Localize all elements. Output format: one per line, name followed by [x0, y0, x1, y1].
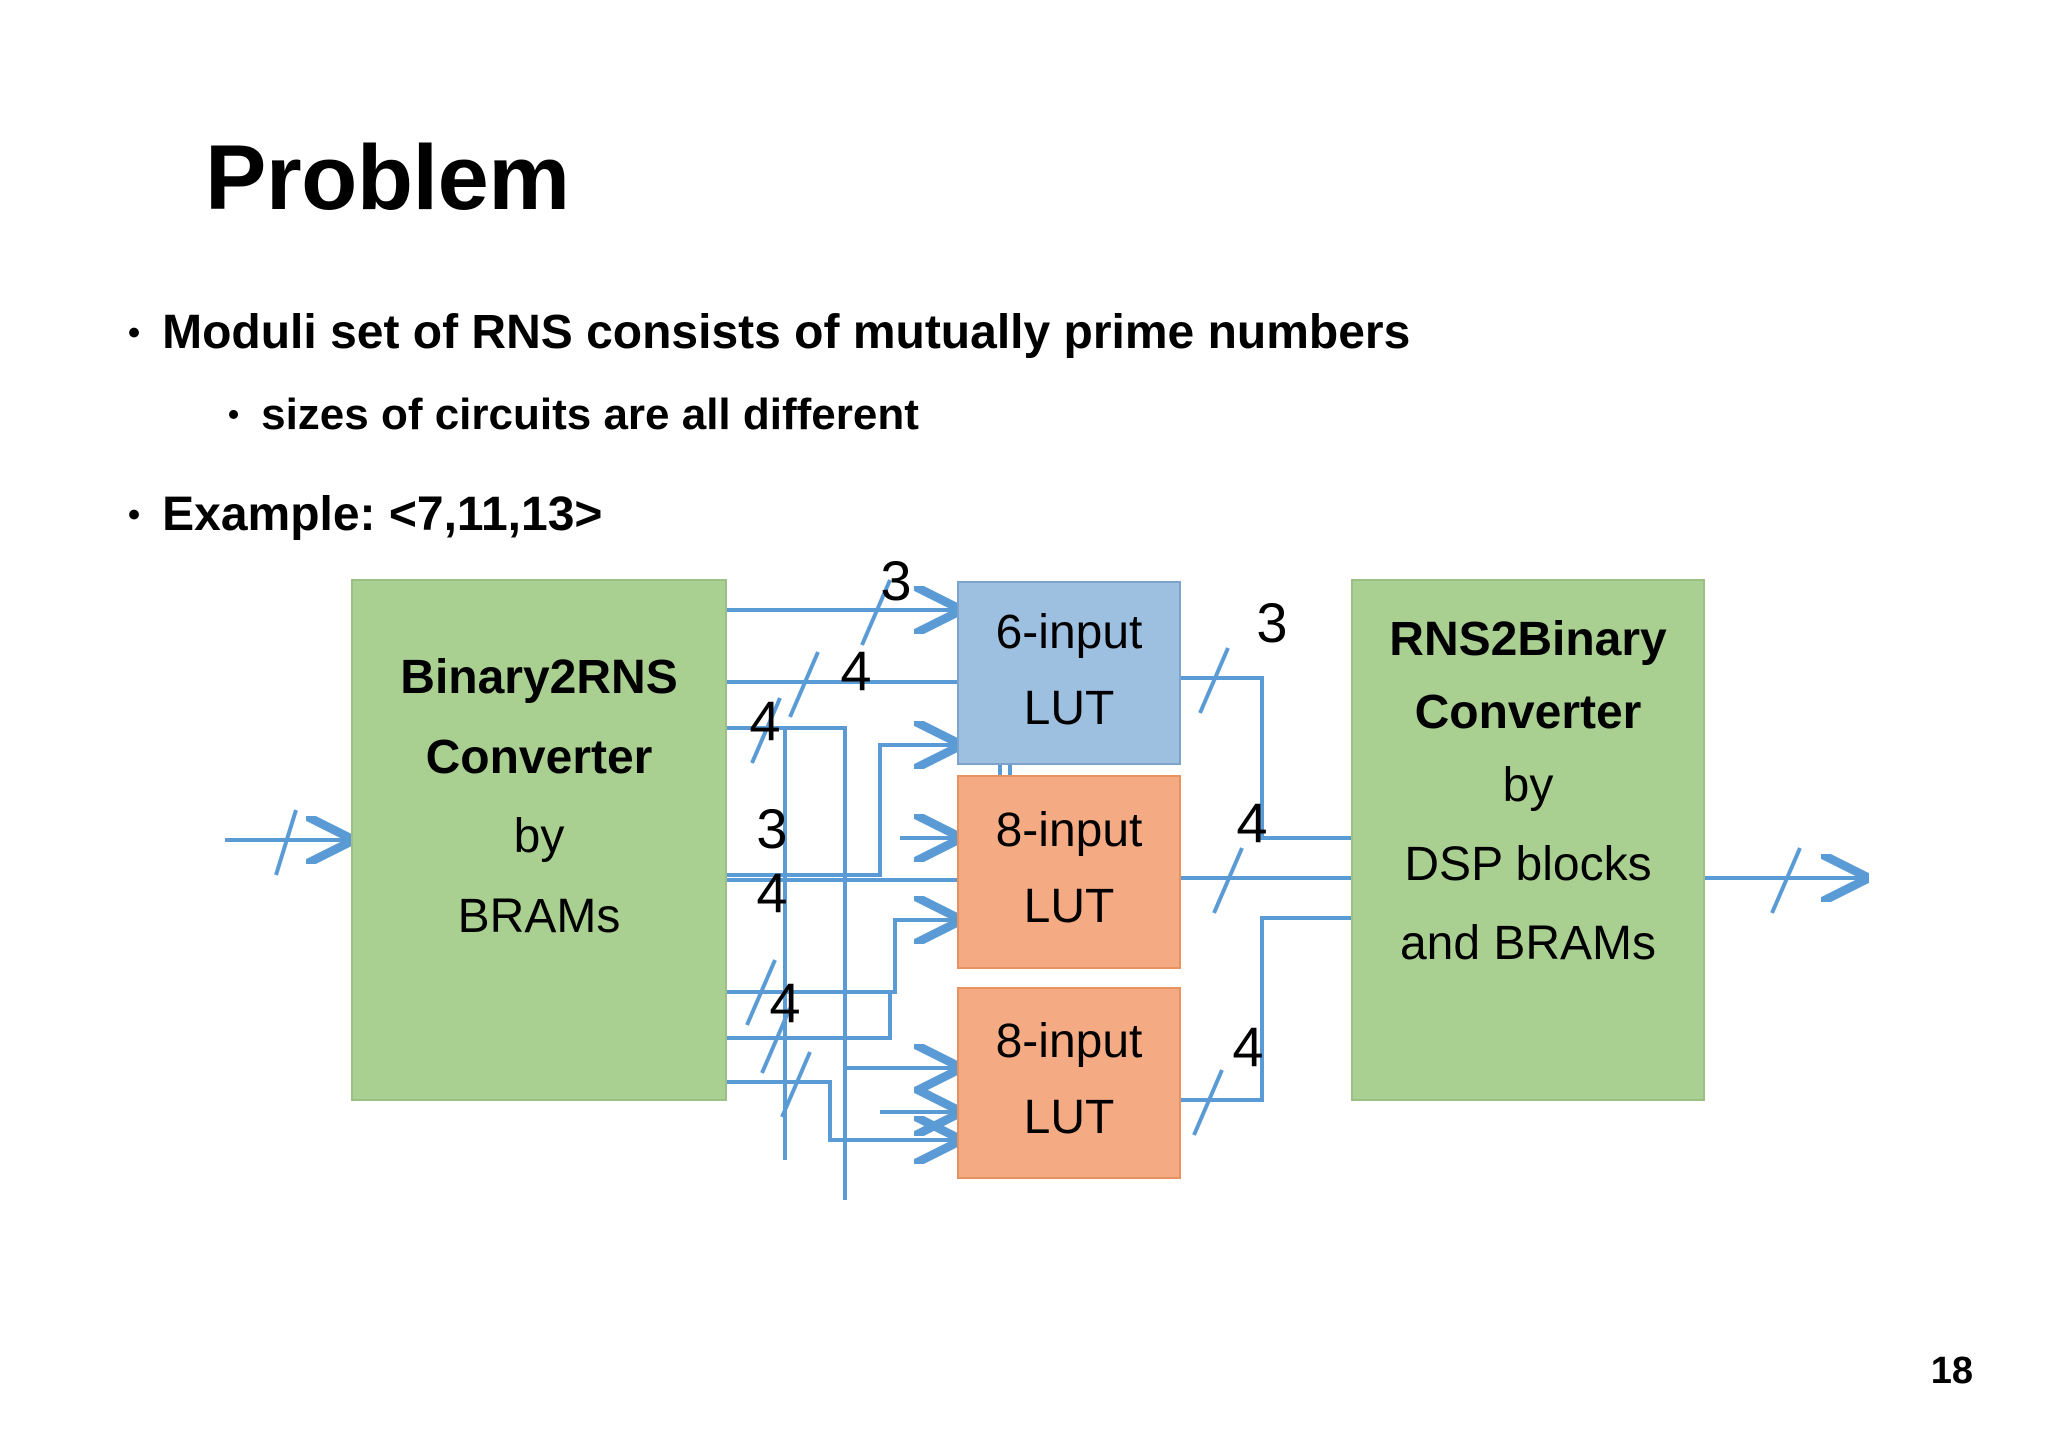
block-binary2rns[interactable]: Binary2RNS Converter by BRAMs: [351, 579, 727, 1101]
bus-label-left-4a: 4: [840, 639, 871, 702]
block-lut-8input-bottom[interactable]: 8-input LUT: [957, 987, 1181, 1179]
slash-a: [860, 579, 892, 646]
slash-e: [760, 1007, 792, 1074]
bus-label-left-4b: 4: [749, 689, 780, 752]
wire-f: [725, 920, 958, 994]
slash-out-2: [1212, 847, 1244, 914]
bus-label-left-4c: 4: [756, 861, 787, 924]
rns2binary-line-2: Converter: [1415, 686, 1642, 739]
bus-label-right-4a: 4: [1236, 791, 1267, 854]
external-input-wire: [225, 809, 350, 876]
bullet-text-1: Moduli set of RNS consists of mutually p…: [162, 306, 1411, 359]
binary2rns-line-2: Converter: [426, 731, 653, 784]
bus-label-left-4d: 4: [769, 971, 800, 1034]
rns2binary-line-3: by: [1503, 759, 1554, 812]
external-output-wire: [1705, 847, 1865, 914]
bullet-marker-icon: •: [128, 313, 141, 352]
slash-out-3: [1192, 1069, 1224, 1136]
bus-label-right-3: 3: [1256, 591, 1287, 654]
binary2rns-line-4: BRAMs: [458, 890, 621, 943]
slash-out-1: [1198, 647, 1230, 714]
bullet-marker-icon: •: [128, 495, 141, 534]
wire-out-1: [1180, 676, 1352, 840]
slash-c: [750, 697, 782, 764]
lut-top-line-1: 6-input: [996, 606, 1143, 659]
slash-d: [745, 959, 777, 1026]
bus-label-layer: 3 4 4 3 4 4 3 4 4: [749, 560, 1287, 1078]
block-rns2binary[interactable]: RNS2Binary Converter by DSP blocks and B…: [1351, 579, 1705, 1101]
wire-h: [725, 1080, 958, 1140]
binary2rns-line-3: by: [514, 810, 565, 863]
lut-bottom-line-1: 8-input: [996, 1015, 1143, 1068]
wire-d: [725, 745, 958, 877]
wire-out-3: [1180, 916, 1352, 1102]
block-lut-6input[interactable]: 6-input LUT: [957, 581, 1181, 765]
bullet-text-3: Example: <7,11,13>: [162, 488, 603, 541]
bus-label-right-4b: 4: [1232, 1015, 1263, 1078]
bullet-item-2: • sizes of circuits are all different: [228, 390, 919, 440]
lut-bottom-line-2: LUT: [1024, 1091, 1115, 1144]
lut-mid-line-2: LUT: [1024, 880, 1115, 933]
page-number: 18: [1930, 1350, 1973, 1392]
block-lut-8input-mid[interactable]: 8-input LUT: [957, 775, 1181, 969]
binary2rns-line-1: Binary2RNS: [400, 651, 677, 704]
page-title: Problem: [205, 127, 570, 229]
wire-layer: [225, 579, 1865, 1200]
bullet-item-1: • Moduli set of RNS consists of mutually…: [128, 305, 1410, 360]
bullet-text-2: sizes of circuits are all different: [261, 390, 919, 439]
bullet-marker-icon: •: [228, 396, 240, 433]
bullet-item-3: • Example: <7,11,13>: [128, 487, 602, 542]
slash-f: [780, 1051, 812, 1118]
slash-b: [788, 651, 820, 718]
rns-architecture-diagram: Binary2RNS Converter by BRAMs 6-input LU…: [0, 560, 2048, 1200]
rns2binary-line-5: and BRAMs: [1400, 917, 1656, 970]
bus-label-left-top-3: 3: [880, 560, 911, 612]
rns2binary-line-4: DSP blocks: [1404, 838, 1651, 891]
lut-top-line-2: LUT: [1024, 682, 1115, 735]
wire-g: [725, 992, 892, 1040]
rns2binary-line-1: RNS2Binary: [1389, 613, 1667, 666]
lut-mid-line-1: 8-input: [996, 804, 1143, 857]
bus-label-left-3: 3: [756, 797, 787, 860]
